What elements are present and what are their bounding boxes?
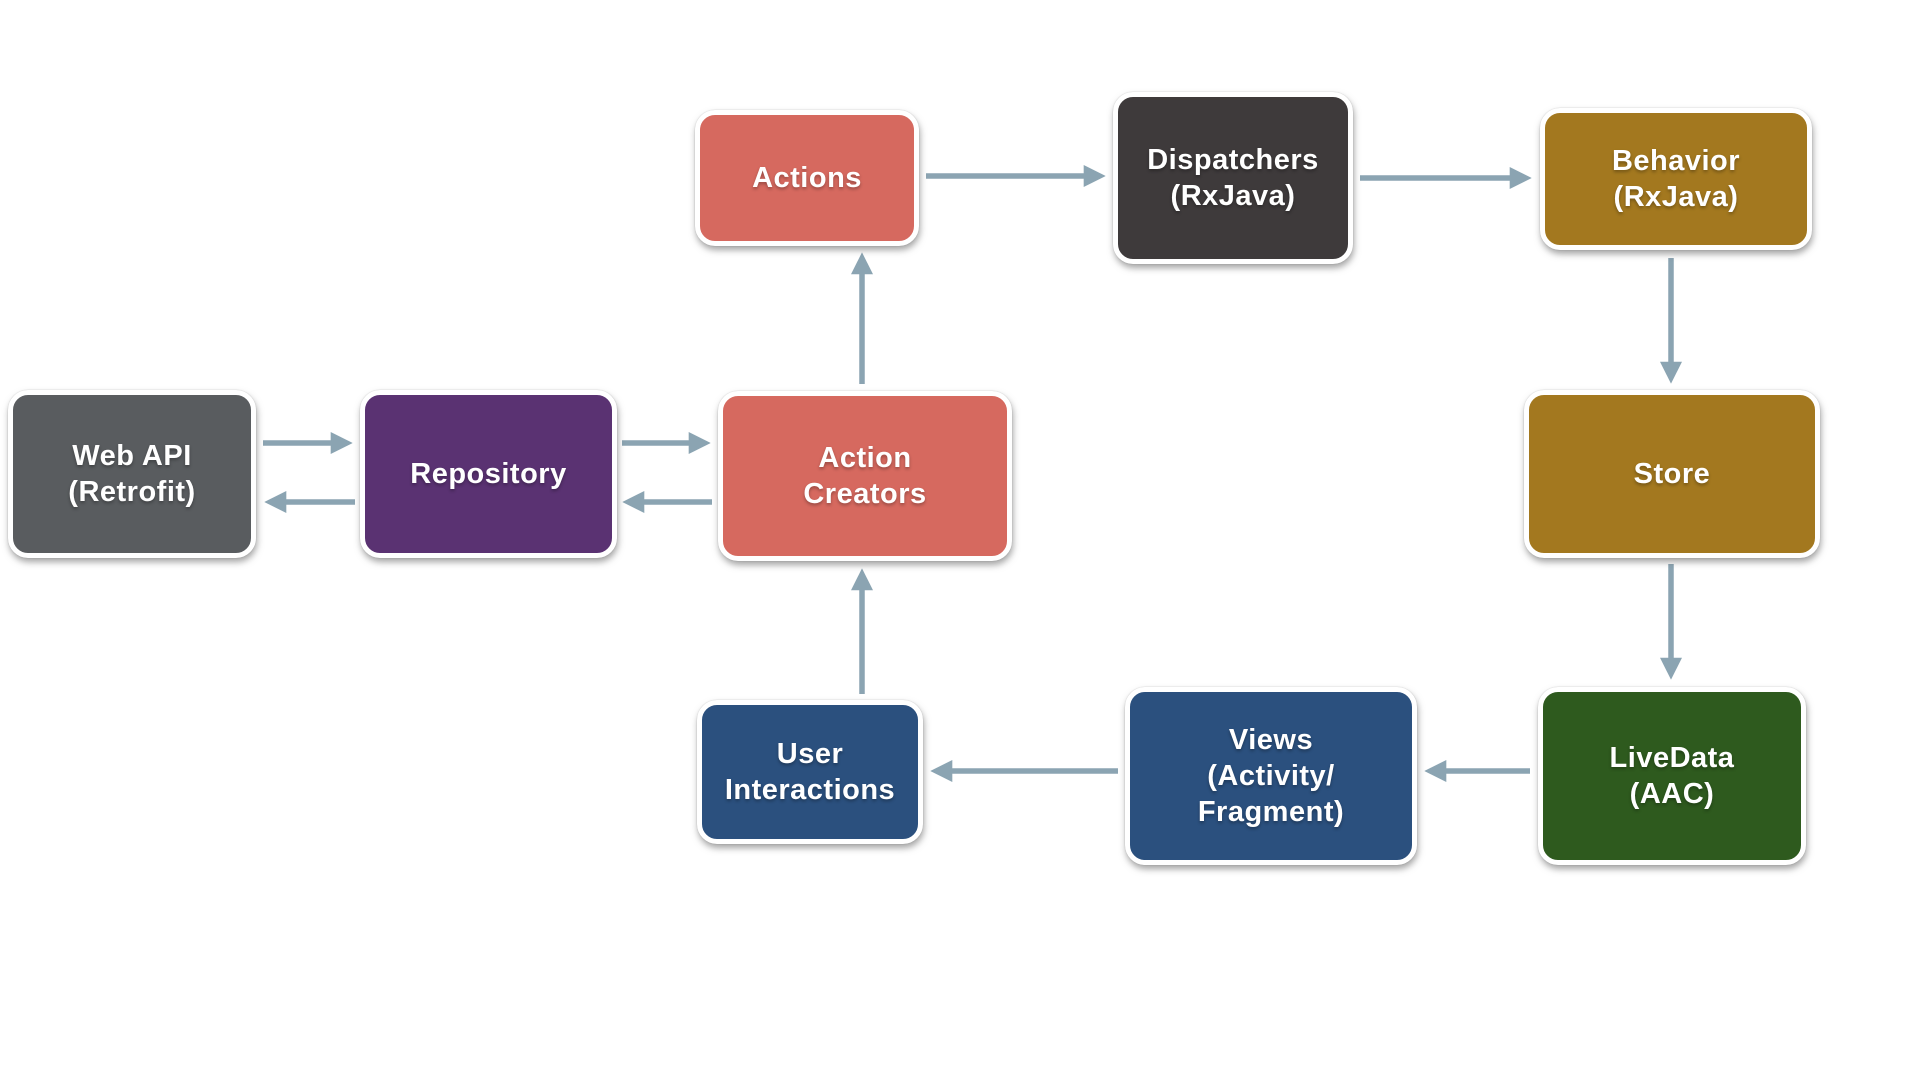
node-web-api-label: Web API (Retrofit): [68, 439, 196, 508]
node-views-label: Views (Activity/ Fragment): [1197, 723, 1345, 829]
node-views: Views (Activity/ Fragment): [1125, 687, 1417, 865]
node-livedata-label: LiveData (AAC): [1609, 741, 1735, 810]
node-user-interactions: User Interactions: [697, 700, 923, 844]
node-repository-label: Repository: [410, 457, 567, 490]
node-user-interactions-label: User Interactions: [724, 737, 896, 806]
node-actions-label: Actions: [752, 161, 862, 194]
node-dispatchers: Dispatchers (RxJava): [1113, 92, 1353, 264]
node-actions: Actions: [695, 110, 919, 246]
node-store: Store: [1524, 390, 1820, 558]
node-livedata: LiveData (AAC): [1538, 687, 1806, 865]
node-web-api: Web API (Retrofit): [8, 390, 256, 558]
node-repository: Repository: [360, 390, 617, 558]
node-behavior-label: Behavior (RxJava): [1611, 144, 1741, 213]
node-store-label: Store: [1633, 457, 1711, 490]
node-action-creators: Action Creators: [718, 391, 1012, 561]
node-action-creators-label: Action Creators: [803, 441, 927, 510]
node-dispatchers-label: Dispatchers (RxJava): [1147, 143, 1319, 212]
node-behavior: Behavior (RxJava): [1540, 108, 1812, 250]
